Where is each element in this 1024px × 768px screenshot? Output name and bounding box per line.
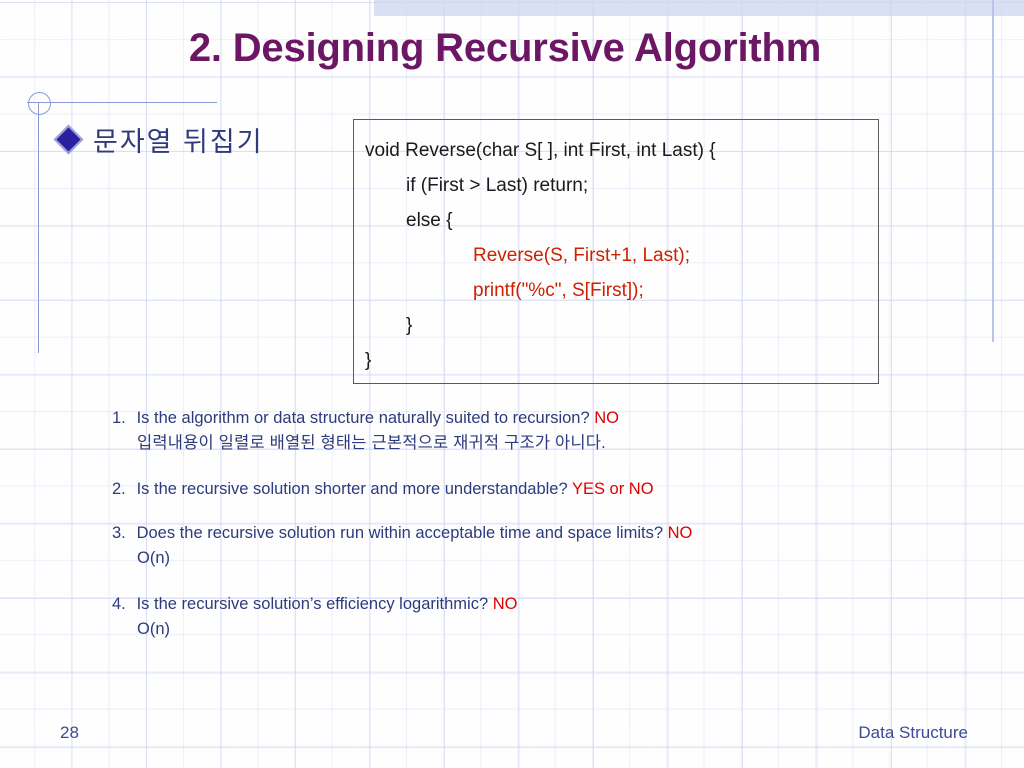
- footer-page-number: 28: [60, 723, 79, 742]
- right-vertical-rule: [992, 0, 994, 342]
- question-item: 3. Does the recursive solution run withi…: [112, 522, 942, 572]
- question-number: 1.: [112, 409, 126, 427]
- question-text: Does the recursive solution run within a…: [132, 524, 668, 542]
- question-number: 3.: [112, 524, 126, 542]
- question-answer: YES or NO: [571, 480, 654, 498]
- question-main-line: 1. Is the algorithm or data structure na…: [112, 407, 942, 430]
- question-subtext: O(n): [137, 620, 170, 638]
- page-title: 2. Designing Recursive Algorithm: [188, 26, 822, 70]
- diamond-bullet-icon: [53, 124, 84, 155]
- question-subtext: 입력내용이 일렬로 배열된 형태는 근본적으로 재귀적 구조가 아니다.: [137, 434, 606, 452]
- question-main-line: 3. Does the recursive solution run withi…: [112, 522, 942, 545]
- question-number: 4.: [112, 595, 126, 613]
- code-line: void Reverse(char S[ ], int First, int L…: [365, 140, 716, 161]
- code-line: }: [406, 315, 413, 336]
- top-decorative-band: [374, 0, 1024, 16]
- question-answer: NO: [667, 524, 693, 542]
- bullet-row: 문자열 뒤집기: [53, 120, 264, 159]
- code-line: else {: [406, 210, 453, 231]
- question-answer: NO: [492, 595, 518, 613]
- question-text: Is the recursive solution’s efficiency l…: [132, 595, 493, 613]
- decorative-vertical-line: [38, 103, 39, 353]
- question-subtext: O(n): [137, 549, 170, 567]
- question-text: Is the recursive solution shorter and mo…: [132, 480, 572, 498]
- question-item: 2. Is the recursive solution shorter and…: [112, 478, 942, 501]
- code-block: void Reverse(char S[ ], int First, int L…: [353, 119, 879, 384]
- decorative-horizontal-line: [27, 102, 217, 103]
- question-list: 1. Is the algorithm or data structure na…: [112, 407, 942, 664]
- question-item: 4. Is the recursive solution’s efficienc…: [112, 593, 942, 643]
- bullet-label: 문자열 뒤집기: [93, 127, 264, 157]
- question-main-line: 2. Is the recursive solution shorter and…: [112, 478, 942, 501]
- footer-label: Data Structure: [858, 723, 968, 742]
- code-line: if (First > Last) return;: [406, 175, 589, 196]
- question-answer: NO: [594, 409, 619, 427]
- decorative-circle-icon: [28, 92, 51, 115]
- code-line: printf("%c", S[First]);: [473, 280, 644, 301]
- question-main-line: 4. Is the recursive solution’s efficienc…: [112, 593, 942, 616]
- question-text: Is the algorithm or data structure natur…: [132, 409, 595, 427]
- question-number: 2.: [112, 480, 126, 498]
- code-line: }: [365, 350, 372, 371]
- code-line: Reverse(S, First+1, Last);: [473, 245, 690, 266]
- question-item: 1. Is the algorithm or data structure na…: [112, 407, 942, 457]
